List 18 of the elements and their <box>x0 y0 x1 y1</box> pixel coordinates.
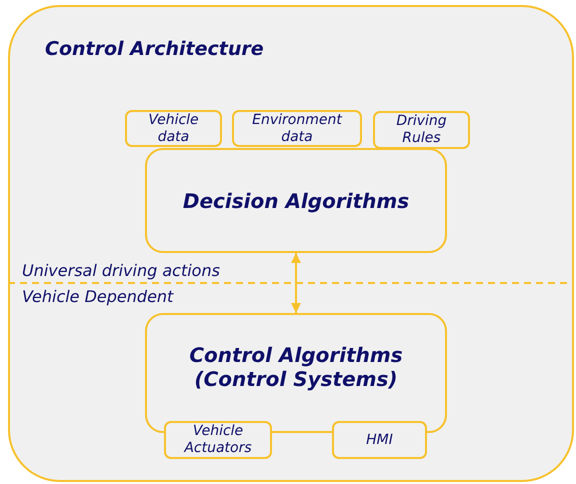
box-label: Vehicle data <box>147 112 200 146</box>
input-box <box>332 421 427 459</box>
process-box <box>145 148 447 253</box>
container-box <box>8 5 574 482</box>
input-box <box>232 110 362 147</box>
box-label: Environment data <box>251 112 344 146</box>
input-box <box>125 110 222 147</box>
box-label: Driving Rules <box>395 113 448 147</box>
box-label: Decision Algorithms <box>182 188 410 212</box>
double-arrow <box>291 253 301 313</box>
input-box <box>373 111 470 149</box>
section-label: Universal driving actions <box>22 261 220 280</box>
section-label: Vehicle Dependent <box>22 287 174 306</box>
box-label: Control Algorithms (Control Systems) <box>188 343 404 391</box>
input-box <box>164 421 272 459</box>
box-label: Vehicle Actuators <box>182 423 253 457</box>
title: Control Architecture <box>45 38 264 60</box>
box-label: HMI <box>366 432 393 448</box>
